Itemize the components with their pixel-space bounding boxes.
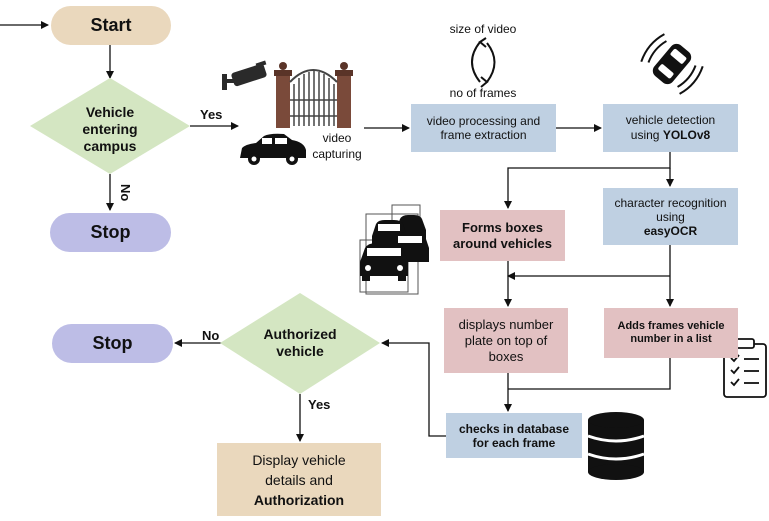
character-recognition-text: character recognition using: [614, 195, 727, 224]
decision-authorized-shape: [220, 293, 380, 394]
no-campus-label: No: [118, 184, 133, 202]
cars-group-icon: [359, 204, 429, 295]
autonomous-car-icon: [640, 33, 704, 95]
display-details-bold: Authorization: [253, 491, 345, 508]
forms-boxes-node: Forms boxes around vehicles: [440, 210, 565, 261]
car-icon: [240, 133, 306, 165]
rotate-arrows-icon: [471, 37, 496, 88]
checks-database-node: checks in database for each frame: [446, 413, 582, 458]
displays-number-plate-node: displays number plate on top of boxes: [444, 308, 568, 373]
vehicle-detection-line1: vehicle detection: [625, 113, 716, 127]
database-icon: [587, 412, 645, 480]
character-recognition-bold: easyOCR: [643, 223, 698, 238]
display-details-line2: details and: [265, 471, 333, 488]
detection-to-boxes-arrow: [504, 152, 671, 209]
security-camera-icon: [222, 60, 267, 90]
stop-top-node: Stop: [50, 213, 171, 252]
start-node: Start: [51, 6, 171, 45]
character-recognition-node: character recognition using easyOCR: [603, 188, 738, 245]
decision-campus-shape: [30, 78, 190, 174]
display-details-line1: Display vehicle: [252, 451, 346, 468]
video-processing-node: video processing and frame extraction: [411, 104, 556, 152]
yes-campus-label: Yes: [200, 107, 223, 122]
list-to-db-line: [508, 358, 671, 390]
gate-icon: [274, 62, 353, 128]
size-of-video-label: size of video: [449, 22, 517, 36]
vehicle-detection-line2: using YOLOv8: [630, 128, 711, 142]
no-authorized-label: No: [202, 328, 220, 343]
stop-bottom-node: Stop: [52, 324, 173, 363]
video-capturing-label: video capturing: [312, 131, 362, 161]
decision-campus-label: Vehicle entering campus: [82, 104, 138, 154]
display-details-node: Display vehicle details and Authorizatio…: [217, 443, 381, 516]
adds-frames-node: Adds frames vehicle number in a list: [604, 308, 738, 358]
no-of-frames-label: no of frames: [449, 86, 517, 100]
connectors: [0, 21, 674, 442]
decision-authorized-label: Authorized vehicle: [263, 326, 337, 359]
yes-authorized-label: Yes: [308, 397, 331, 412]
db-to-authorized-arrow: [381, 339, 446, 437]
vehicle-detection-node: vehicle detection using YOLOv8: [603, 104, 738, 152]
